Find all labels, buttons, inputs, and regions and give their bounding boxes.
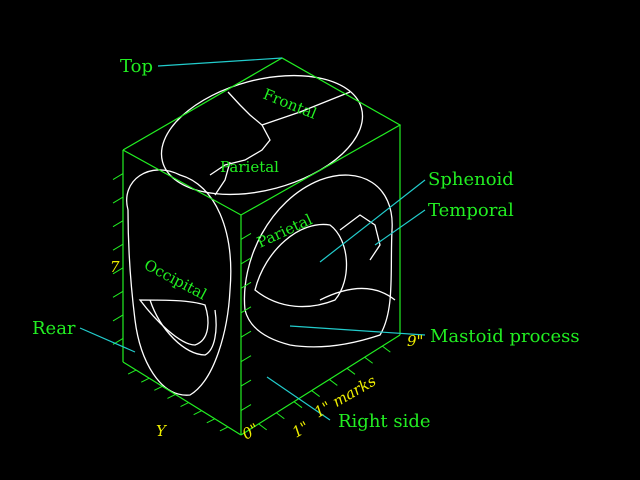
label-parietal-side: Parietal bbox=[254, 210, 315, 251]
tick-mark bbox=[364, 356, 373, 364]
tick-mark bbox=[112, 314, 124, 322]
tick-mark bbox=[193, 410, 202, 416]
leader-temporal bbox=[374, 209, 426, 246]
tick-mark bbox=[140, 377, 150, 383]
tick-mark bbox=[206, 418, 216, 424]
tick-mark bbox=[240, 257, 252, 265]
tick-mark bbox=[293, 401, 303, 409]
side-skull-outline bbox=[243, 174, 393, 348]
leader-lines bbox=[79, 57, 426, 421]
label-rear: Rear bbox=[32, 318, 76, 339]
tick-mark bbox=[311, 390, 320, 397]
cube-bottom-left-edge bbox=[122, 361, 242, 436]
scale-one-inch: 1" bbox=[289, 418, 312, 442]
tick-mark bbox=[240, 306, 252, 314]
leader-rear bbox=[79, 327, 136, 353]
skull-outlines bbox=[126, 74, 396, 396]
tick-mark bbox=[240, 233, 252, 240]
tick-mark bbox=[112, 267, 124, 275]
side-inner-outline bbox=[254, 223, 348, 308]
jaw-line bbox=[319, 287, 396, 301]
scale-zero: 0" bbox=[239, 420, 262, 444]
tick-mark bbox=[240, 330, 252, 338]
tick-mark bbox=[329, 379, 338, 386]
scale-nine: 9" bbox=[407, 332, 423, 350]
tick-mark bbox=[346, 367, 356, 375]
tick-mark bbox=[112, 173, 124, 180]
tick-mark bbox=[240, 379, 252, 387]
label-mastoid: Mastoid process bbox=[430, 326, 580, 347]
sphenoid-outline bbox=[339, 214, 381, 261]
top-skull-outline bbox=[160, 74, 364, 196]
lambdoid-suture-top bbox=[214, 161, 231, 196]
cube-bottom-right-edge bbox=[240, 334, 401, 436]
inch-ticks bbox=[112, 173, 391, 432]
tick-mark bbox=[112, 290, 124, 298]
coronal-suture bbox=[209, 91, 271, 176]
tick-mark bbox=[180, 402, 189, 408]
tick-mark bbox=[219, 426, 229, 432]
tick-mark bbox=[240, 404, 252, 411]
tick-mark bbox=[382, 345, 391, 353]
leader-mastoid bbox=[289, 325, 426, 336]
tick-mark bbox=[276, 412, 285, 420]
tick-mark bbox=[258, 423, 267, 431]
tick-mark bbox=[112, 196, 124, 204]
leader-top bbox=[157, 57, 283, 67]
tick-mark bbox=[112, 243, 124, 251]
label-right-side: Right side bbox=[338, 411, 431, 432]
occipital-inner-2 bbox=[149, 299, 217, 356]
label-occipital: Occipital bbox=[141, 256, 210, 304]
occipital-outline bbox=[126, 169, 232, 396]
scale-seven: 7 bbox=[110, 258, 120, 276]
tick-mark bbox=[154, 385, 163, 391]
scale-y: Y bbox=[156, 422, 168, 440]
label-temporal: Temporal bbox=[428, 200, 514, 221]
tick-mark bbox=[127, 369, 137, 375]
leader-right-side bbox=[266, 376, 331, 421]
label-top: Top bbox=[120, 56, 153, 77]
label-sphenoid: Sphenoid bbox=[428, 169, 514, 190]
label-frontal: Frontal bbox=[261, 85, 320, 123]
label-parietal-top: Parietal bbox=[220, 158, 279, 176]
tick-mark bbox=[240, 355, 252, 363]
tick-mark bbox=[167, 393, 176, 399]
leader-sphenoid bbox=[319, 179, 426, 263]
sagittal-suture bbox=[261, 91, 351, 126]
tick-mark bbox=[240, 281, 252, 289]
cube-edges bbox=[122, 57, 402, 436]
tick-mark bbox=[112, 220, 124, 228]
occipital-inner bbox=[138, 299, 209, 346]
